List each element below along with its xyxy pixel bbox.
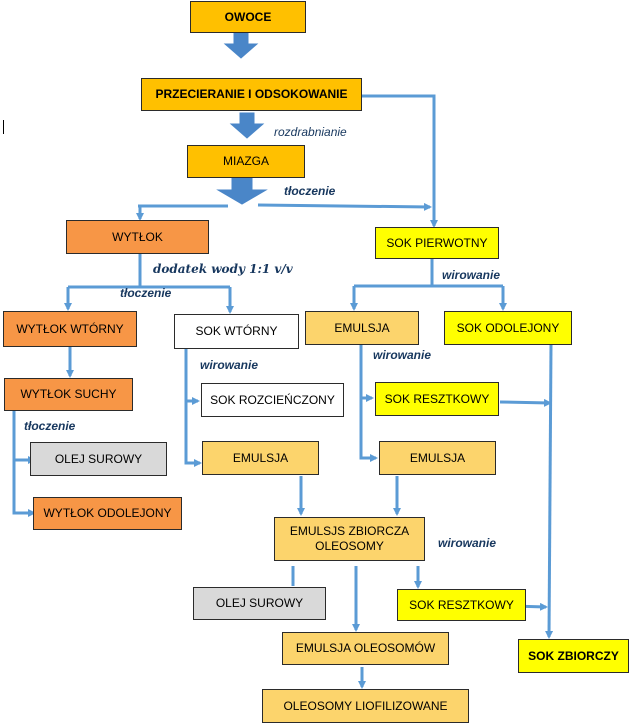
connector-przecieranie-right bbox=[362, 94, 438, 228]
connector-sok-odolejony-down bbox=[545, 344, 554, 639]
label-wirowanie-2: wirowanie bbox=[373, 348, 432, 362]
label-tloczenie-2: tłoczenie bbox=[120, 286, 172, 300]
label-tloczenie-1: tłoczenie bbox=[284, 184, 336, 198]
label-dodatek-wody: dodatek wody 1:1 v/v bbox=[153, 262, 293, 276]
connector-wytlok-suchy-down bbox=[12, 411, 36, 517]
node-przecieranie: PRZECIERANIE I ODSOKOWANIE bbox=[141, 78, 362, 111]
node-owoce: OWOCE bbox=[190, 1, 306, 33]
block-arrow-przecieranie bbox=[229, 112, 265, 139]
node-sok-zbiorczy: SOK ZBIORCZY bbox=[518, 639, 629, 673]
connector-sok-resztkowy-1-right bbox=[499, 398, 552, 407]
node-wytlok: WYTŁOK bbox=[66, 220, 209, 254]
node-olej-surowy-2: OLEJ SUROWY bbox=[193, 587, 326, 620]
label-rozdrabnianie: rozdrabnianie bbox=[274, 125, 347, 139]
node-wytlok-odolejony: WYTŁOK ODOLEJONY bbox=[33, 497, 182, 530]
connector-sok-wtorny-down bbox=[184, 349, 202, 467]
block-arrow-owoce bbox=[223, 32, 259, 59]
node-sok-odolejony: SOK ODOLEJONY bbox=[444, 311, 572, 345]
node-emulsja-oleosomow: EMULSJA OLEOSOMÓW bbox=[282, 632, 449, 665]
node-sok-resztkowy-2: SOK RESZTKOWY bbox=[397, 589, 526, 621]
node-olej-surowy-1: OLEJ SUROWY bbox=[30, 442, 167, 476]
node-emulsja-zbiorcza: EMULSJS ZBIORCZA OLEOSOMY bbox=[274, 517, 425, 561]
label-wirowanie-1: wirowanie bbox=[442, 268, 501, 282]
connector-miazga-right bbox=[257, 202, 432, 211]
node-sok-pierwotny: SOK PIERWOTNY bbox=[375, 227, 499, 259]
label-wirowanie-3: wirowanie bbox=[200, 358, 259, 372]
node-sok-wtorny: SOK WTÓRNY bbox=[174, 314, 299, 349]
block-arrow-miazga bbox=[216, 177, 268, 205]
node-emulsja-zbiorcza-line1: EMULSJS ZBIORCZA bbox=[289, 524, 410, 538]
label-tloczenie-3: tłoczenie bbox=[24, 419, 76, 433]
label-wirowanie-4: wirowanie bbox=[438, 536, 497, 550]
node-emulsja-1: EMULSJA bbox=[305, 311, 419, 345]
node-wytlok-wtorny: WYTŁOK WTÓRNY bbox=[3, 311, 137, 347]
node-sok-resztkowy-1: SOK RESZTKOWY bbox=[375, 382, 499, 416]
connector-emulsja-1-down bbox=[359, 345, 378, 462]
node-emulsja-2: EMULSJA bbox=[202, 441, 319, 475]
node-oleosomy-liofilizowane: OLEOSOMY LIOFILIZOWANE bbox=[262, 689, 469, 723]
node-emulsja-zbiorcza-line2: OLEOSOMY bbox=[315, 539, 384, 553]
node-emulsja-3: EMULSJA bbox=[379, 441, 496, 475]
node-sok-rozcienczony: SOK ROZCIEŃCZONY bbox=[201, 383, 344, 417]
text-cursor bbox=[3, 120, 4, 134]
node-miazga: MIAZGA bbox=[187, 145, 305, 178]
node-wytlok-suchy: WYTŁOK SUCHY bbox=[4, 378, 133, 411]
